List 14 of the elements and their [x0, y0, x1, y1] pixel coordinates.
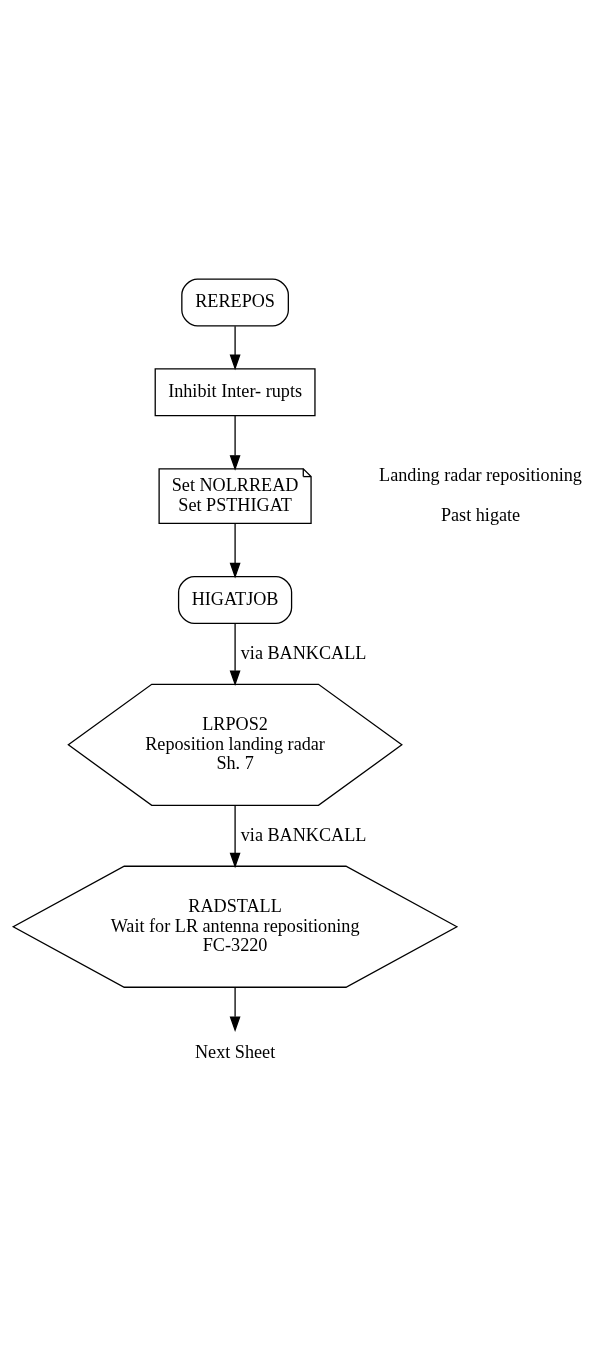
- arrow: [229, 986, 241, 1032]
- node-box: Inhibit Inter- rupts: [154, 367, 316, 416]
- arrow: [229, 414, 241, 471]
- node-label: Landing radar repositioning: [379, 464, 582, 485]
- arrow: [229, 804, 241, 868]
- node-text: Next Sheet: [194, 1041, 276, 1062]
- arrow: [229, 325, 241, 370]
- node-label: Past higate: [440, 504, 521, 525]
- edge-label: via BANKCALL: [240, 824, 367, 845]
- edge-label: via BANKCALL: [240, 642, 367, 663]
- node-box: HIGATJOB: [177, 575, 293, 624]
- arrow: [229, 622, 241, 686]
- arrow: [229, 522, 241, 578]
- node-box: REREPOS: [181, 278, 289, 327]
